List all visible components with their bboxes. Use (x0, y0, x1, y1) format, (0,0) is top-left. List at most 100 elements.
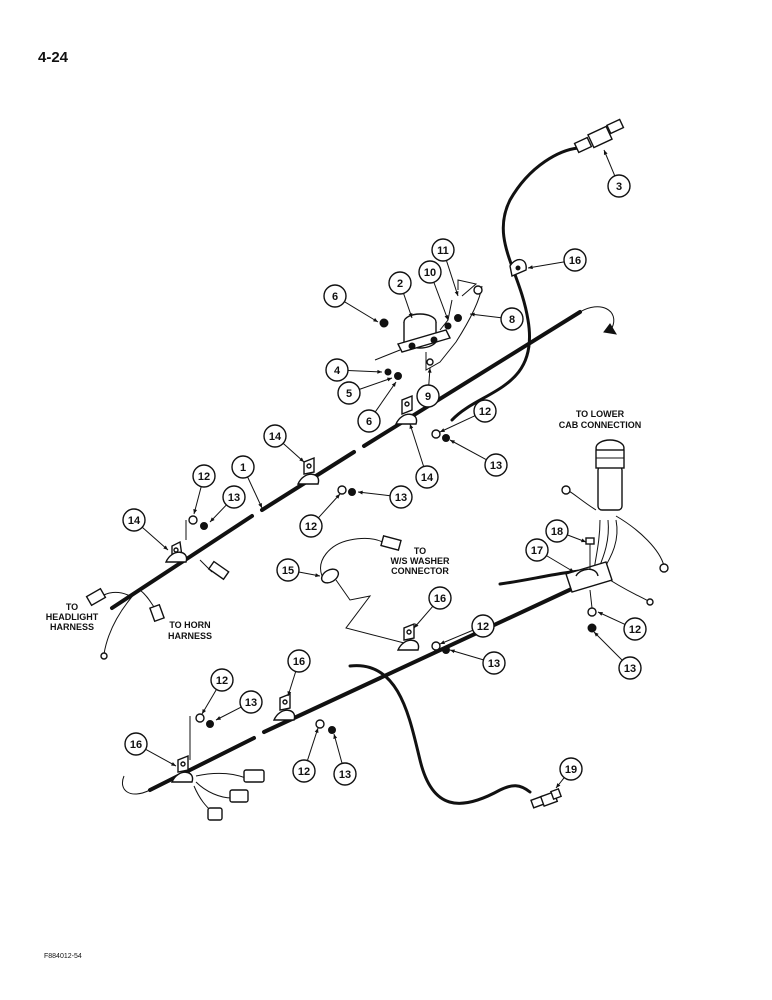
washer-12 (195, 713, 205, 723)
callout-arrowhead (335, 494, 340, 499)
connector (207, 807, 223, 821)
callout-circle (473, 399, 497, 423)
callout-arrowhead (409, 424, 414, 429)
callout-number: 13 (339, 769, 351, 781)
clip-16 (272, 692, 296, 721)
callout-arrowhead (391, 382, 396, 387)
temperature-sensor-3 (573, 118, 625, 154)
clip-16-upper (509, 259, 527, 277)
callout-13: 13 (357, 485, 413, 509)
washer-12 (431, 641, 441, 651)
callout-number: 13 (490, 460, 502, 472)
label-line: TO HORN (169, 620, 210, 630)
callout-arrowhead (440, 428, 445, 432)
callout-14: 14 (122, 508, 169, 551)
callout-circle (525, 538, 549, 562)
callout-number: 6 (332, 291, 338, 303)
callout-circle (563, 248, 587, 272)
callout-arrowhead (202, 709, 207, 714)
nut-13 (348, 488, 356, 496)
callout-arrowhead (163, 545, 168, 550)
clamp-17 (565, 561, 613, 593)
callout-circle (471, 614, 495, 638)
callout-number: 16 (293, 656, 305, 668)
callout-arrowhead (216, 716, 221, 720)
callout-circle (333, 762, 357, 786)
callout-arrowhead (444, 315, 449, 320)
nut (444, 322, 452, 330)
callout-18: 18 (545, 519, 587, 543)
callout-16: 16 (124, 732, 177, 767)
callout-leader (247, 476, 263, 509)
washer-12 (315, 719, 325, 729)
washer-12 (337, 485, 347, 495)
page-number: 4-24 (38, 49, 69, 66)
callout-number: 17 (531, 545, 543, 557)
label-headlight: TO HEADLIGHT HARNESS (46, 602, 99, 632)
callout-arrowhead (440, 640, 445, 645)
callout-circle (618, 656, 642, 680)
callout-number: 14 (128, 515, 141, 527)
stud-line (589, 589, 593, 609)
clip-14 (164, 540, 188, 563)
sensor-19-cable (348, 664, 532, 805)
callout-leader (357, 491, 391, 497)
nut-13 (442, 646, 450, 654)
callout-arrowhead (373, 317, 378, 322)
callout-number: 19 (565, 764, 577, 776)
cab-lead (593, 519, 601, 571)
callout-arrowhead (315, 573, 320, 578)
washer-12 (431, 429, 441, 439)
upper-trunk-tail (579, 306, 615, 329)
tie-strap-15 (320, 568, 340, 584)
callout-number: 1 (240, 462, 246, 474)
callout-13: 13 (449, 439, 508, 477)
callout-circle (323, 284, 347, 308)
clip-14 (296, 456, 320, 485)
callout-arrowhead (427, 368, 432, 373)
callout-circle (559, 757, 583, 781)
callout-leader (413, 605, 434, 629)
callout-12: 12 (597, 611, 647, 641)
callout-number: 3 (616, 181, 622, 193)
callout-circle (222, 485, 246, 509)
callout-circle (192, 464, 216, 488)
callout-leader (282, 442, 305, 463)
callout-arrowhead (287, 691, 292, 696)
callout-arrowhead (299, 457, 304, 462)
callout-number: 13 (624, 663, 636, 675)
callout-arrowhead (470, 312, 475, 317)
callout-arrowhead (314, 728, 319, 733)
callout-arrowhead (358, 490, 363, 495)
callout-arrowhead (387, 377, 392, 382)
callout-number: 13 (488, 658, 500, 670)
callout-leader (347, 369, 383, 373)
callout-13: 13 (449, 649, 506, 675)
callout-12: 12 (292, 727, 319, 783)
nut-13 (200, 522, 208, 530)
callout-arrowhead (528, 265, 533, 270)
callout-9: 9 (416, 367, 440, 408)
callout-number: 18 (551, 526, 563, 538)
callout-circle (287, 649, 311, 673)
callout-12: 12 (192, 464, 216, 515)
ground-terminal (100, 652, 108, 660)
nut-13 (206, 720, 214, 728)
callout-circle (623, 617, 647, 641)
callout-circle (263, 424, 287, 448)
callout-number: 12 (305, 521, 317, 533)
callout-arrowhead (598, 612, 603, 616)
connector-lead (195, 781, 233, 799)
callout-12: 12 (201, 668, 234, 715)
bolt-18 (585, 537, 595, 570)
callout-leader (593, 631, 623, 661)
callout-circle (357, 409, 381, 433)
lower-trunk-tail (122, 775, 151, 795)
callout-circle (500, 307, 524, 331)
washer-12 (188, 515, 198, 525)
callout-circle (239, 690, 263, 714)
callout-leader (603, 149, 616, 177)
callout-12: 12 (439, 614, 495, 645)
callout-leader (449, 649, 484, 661)
